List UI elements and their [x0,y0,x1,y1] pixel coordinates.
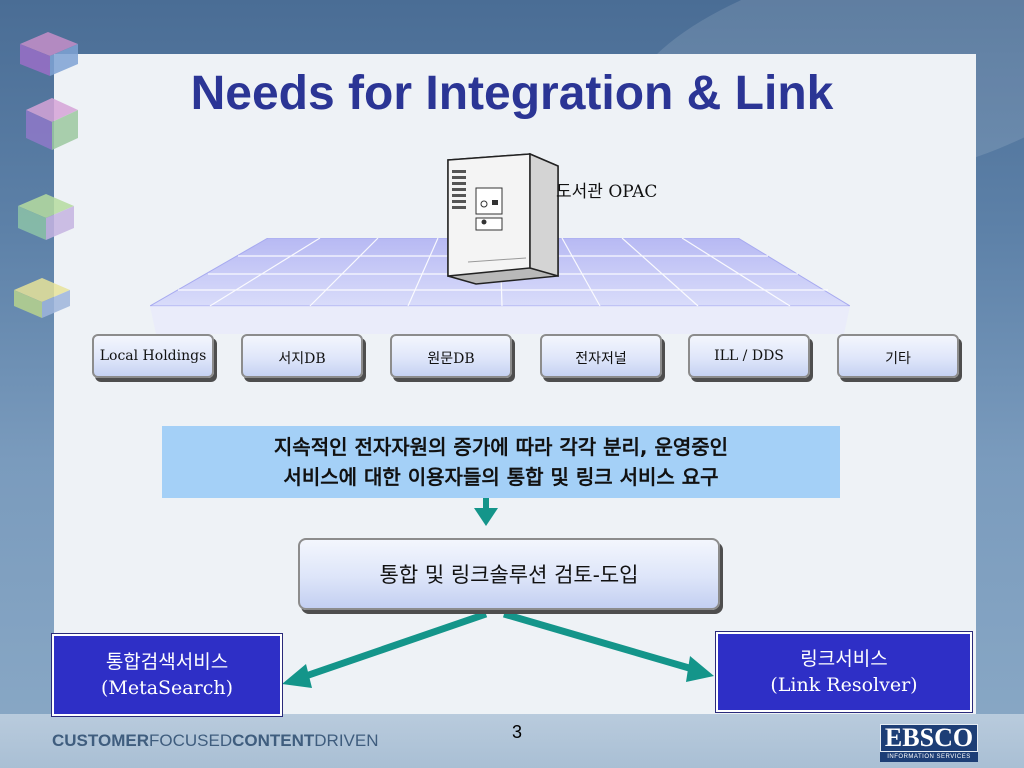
source-label: 전자저널 [575,351,627,367]
metasearch-service-box: 통합검색서비스 (MetaSearch) [51,633,283,717]
source-box-bibliographic-db: 서지DB [241,334,363,378]
source-label: 서지DB [278,351,326,367]
source-label: Local Holdings [99,348,207,364]
left-arrow-shaft [298,610,488,682]
metasearch-label: 통합검색서비스 [105,651,229,673]
footer-slogan: CUSTOMERFOCUSEDCONTENTDRIVEN [52,731,379,750]
logo-subtext: INFORMATION SERVICES [880,752,978,762]
footer-band [0,714,1024,768]
needs-statement-box: 지속적인 전자자원의 증가에 따라 각각 분리, 운영중인 서비스에 대한 이용… [162,426,840,498]
link-resolver-service-box: 링크서비스 (Link Resolver) [715,631,973,713]
source-box-others: 기타 [837,334,959,378]
source-label: 기타 [885,351,911,367]
solution-label: 통합 및 링크솔루션 검토-도입 [379,563,639,587]
source-box-local-holdings: Local Holdings [92,334,214,378]
source-label: ILL / DDS [714,348,784,364]
metasearch-sublabel: (MetaSearch) [100,677,234,699]
page-number: 3 [512,722,523,742]
opac-label: 도서관 OPAC [556,182,658,202]
down-arrow-shaft [483,498,489,508]
left-arrow-head-icon [282,664,312,688]
logo-text: EBSCO [880,723,978,752]
needs-line-2: 서비스에 대한 이용자들의 통합 및 링크 서비스 요구 [283,465,719,489]
link-resolver-sublabel: (Link Resolver) [770,674,918,696]
solution-box: 통합 및 링크솔루션 검토-도입 [298,538,720,610]
right-arrow-head-icon [686,656,714,682]
needs-line-1: 지속적인 전자자원의 증가에 따라 각각 분리, 운영중인 [273,435,729,459]
link-resolver-label: 링크서비스 [800,648,888,670]
down-arrow-head-icon [474,508,498,526]
server-icon [447,152,559,285]
source-box-ill-dds: ILL / DDS [688,334,810,378]
source-box-ejournal: 전자저널 [540,334,662,378]
source-box-fulltext-db: 원문DB [390,334,512,378]
slide-title: Needs for Integration & Link [190,67,834,120]
right-arrow-shaft [503,610,697,674]
ebsco-logo: EBSCO INFORMATION SERVICES [880,723,978,762]
decorative-cubes-icon [14,32,78,318]
source-label: 원문DB [427,351,475,367]
